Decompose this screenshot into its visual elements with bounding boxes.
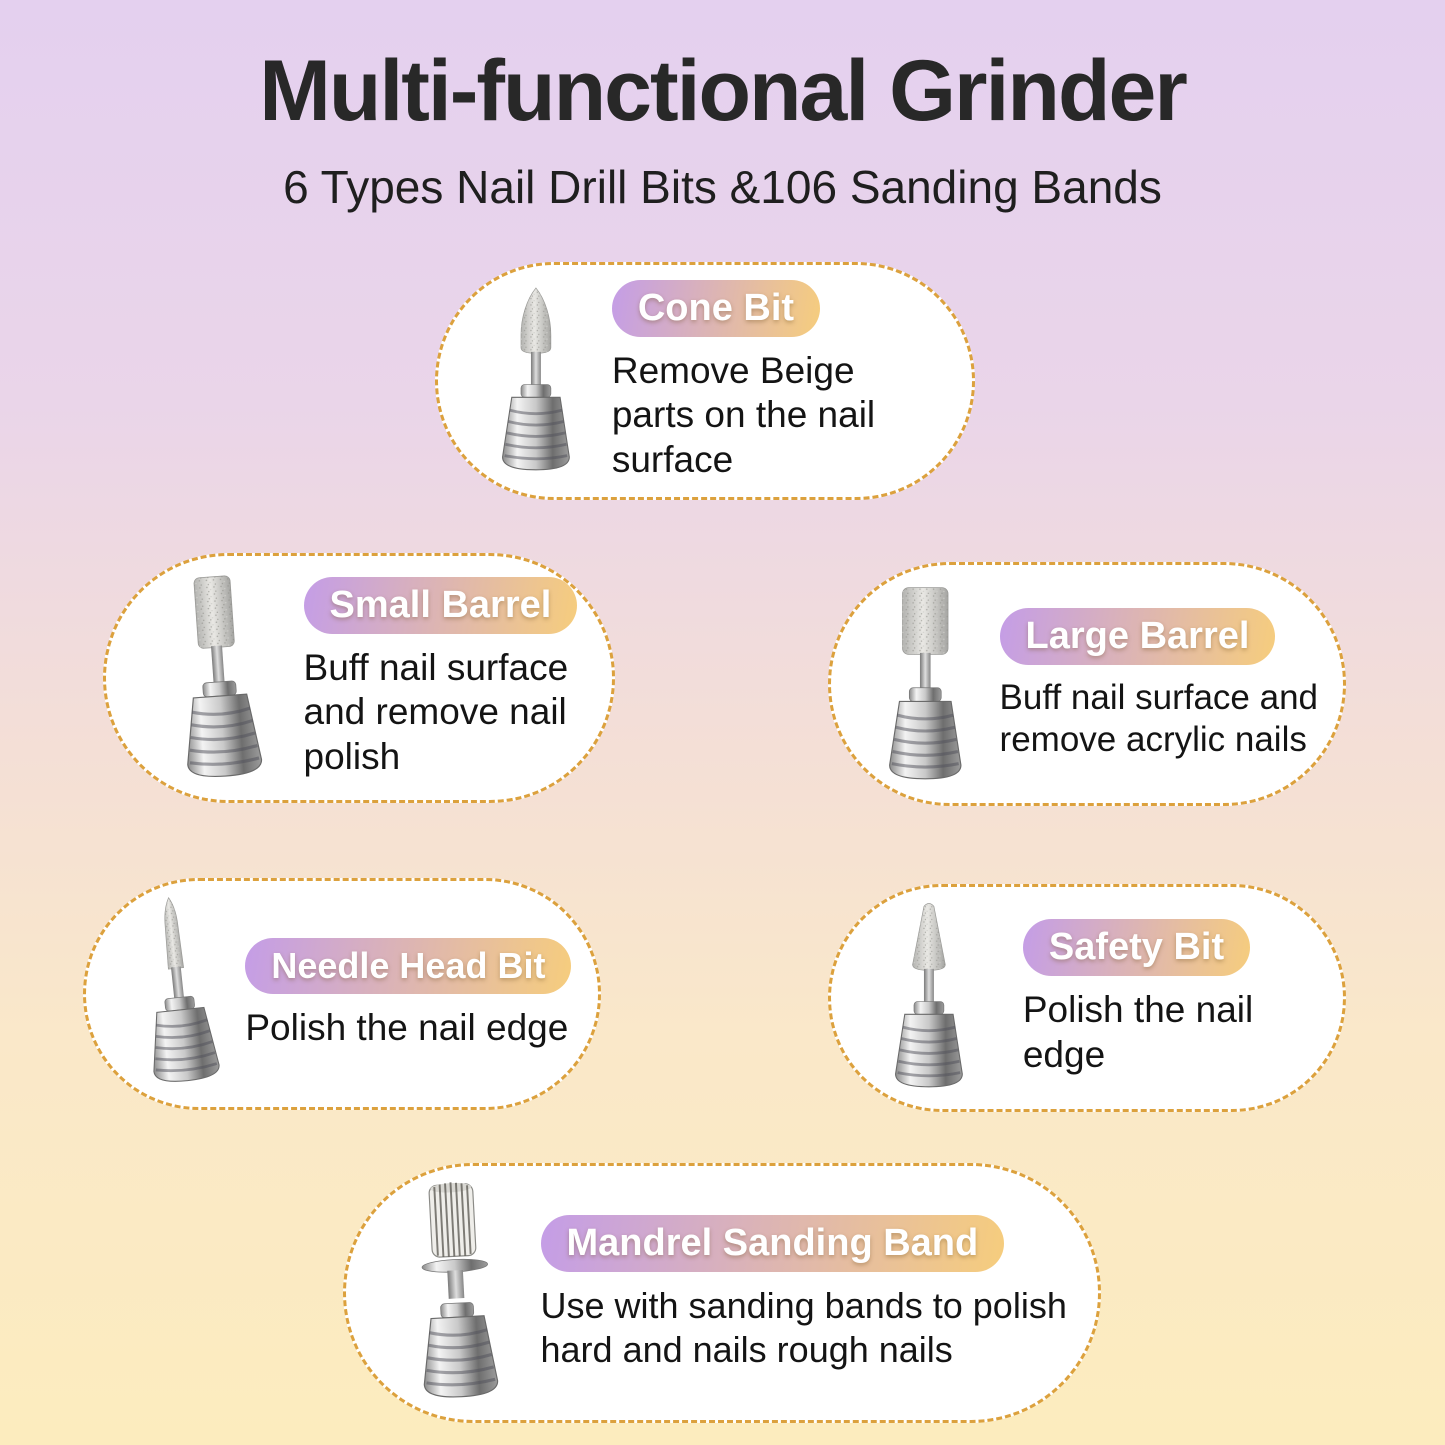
small-barrel-label: Small Barrel (303, 576, 578, 634)
safety-bit-description: Polish the nail edge (1022, 989, 1254, 1075)
card-needle-head-bit: Needle Head Bit Polish the nail edge (83, 878, 601, 1110)
card-large-barrel: Large Barrel Buff nail surface and remov… (828, 562, 1346, 806)
cone-bit-image (472, 278, 600, 484)
small-barrel-image (140, 559, 297, 796)
safety-bit-text: Safety Bit Polish the nail edge (1022, 919, 1303, 1077)
needle-head-bit-text: Needle Head Bit Polish the nail edge (245, 937, 598, 1050)
needle-head-bit-label: Needle Head Bit (245, 937, 572, 994)
small-barrel-text: Small Barrel Buff nail surface and remov… (303, 576, 606, 779)
large-barrel-label: Large Barrel (999, 607, 1276, 665)
mandrel-sanding-band-description: Use with sanding bands to polish hard an… (540, 1285, 1067, 1370)
card-safety-bit: Safety Bit Polish the nail edge (828, 884, 1346, 1112)
small-barrel-description: Buff nail surface and remove nail polish (303, 646, 569, 777)
needle-head-bit-description: Polish the nail edge (245, 1006, 569, 1048)
page-subtitle: 6 Types Nail Drill Bits &106 Sanding Ban… (283, 161, 1162, 213)
needle-head-bit-image (106, 887, 252, 1101)
large-barrel-text: Large Barrel Buff nail surface and remov… (999, 607, 1343, 761)
large-barrel-description: Buff nail surface and remove acrylic nai… (999, 677, 1318, 759)
card-mandrel-sanding-band: Mandrel Sanding Band Use with sanding ba… (343, 1163, 1101, 1423)
cone-bit-description: Remove Beige parts on the nail surface (611, 349, 876, 480)
safety-bit-image (865, 895, 993, 1101)
mandrel-sanding-band-image (380, 1168, 533, 1417)
card-cone-bit: Cone Bit Remove Beige parts on the nail … (435, 262, 975, 500)
cone-bit-label: Cone Bit (611, 279, 821, 337)
mandrel-sanding-band-text: Mandrel Sanding Band Use with sanding ba… (540, 1215, 1098, 1370)
safety-bit-label: Safety Bit (1022, 919, 1251, 977)
card-small-barrel: Small Barrel Buff nail surface and remov… (103, 553, 615, 803)
page-title: Multi-functional Grinder (259, 43, 1188, 139)
mandrel-sanding-band-label: Mandrel Sanding Band (540, 1215, 1005, 1273)
large-barrel-image (857, 574, 994, 794)
cone-bit-text: Cone Bit Remove Beige parts on the nail … (611, 279, 918, 482)
